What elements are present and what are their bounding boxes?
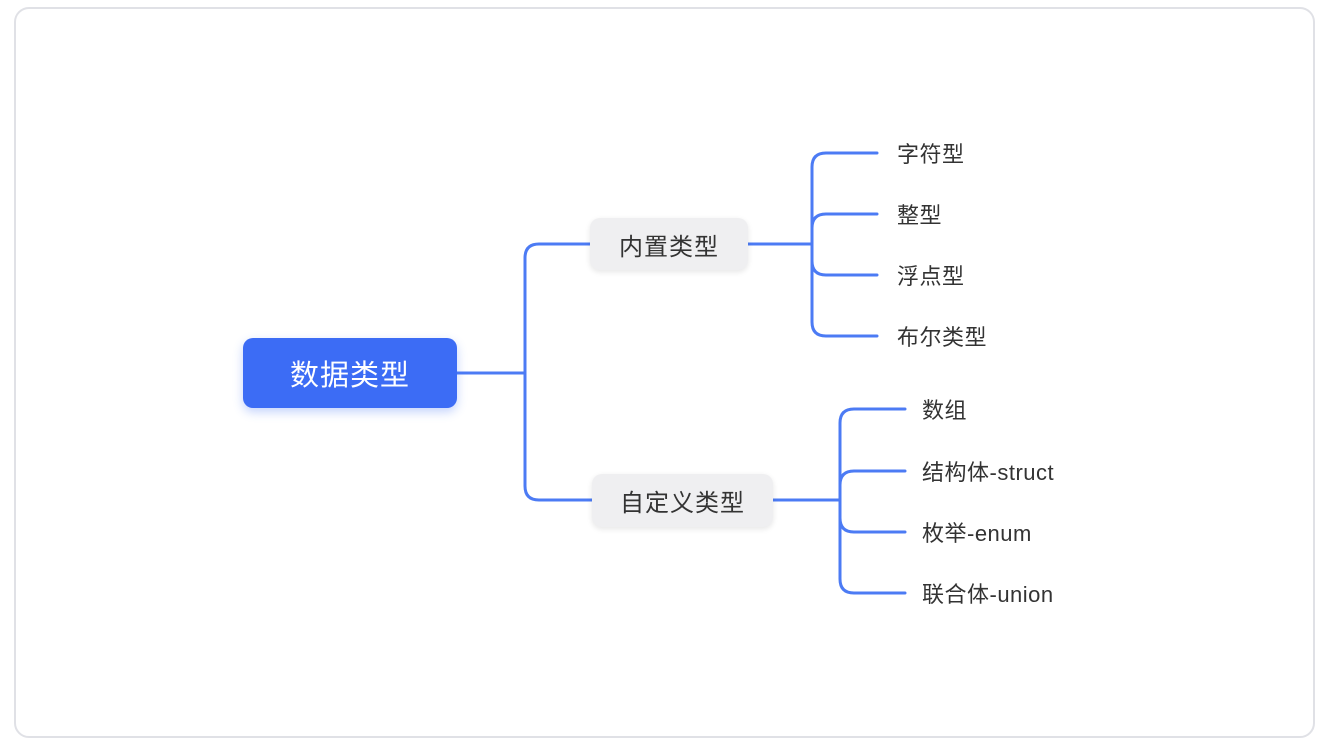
leaf-node-bool-type[interactable]: 布尔类型 [897,325,988,350]
leaf-node-integer-type[interactable]: 整型 [897,203,943,228]
connector-custom-leaf-enum [838,498,907,534]
leaf-node-enum[interactable]: 枚举-enum [922,521,1032,546]
connector-builtin-leaf-float [810,242,879,277]
connector-custom-leaf-union [838,498,907,595]
connector-builtin-leaf-char [810,151,879,246]
leaf-node-char-type[interactable]: 字符型 [897,142,965,167]
mindmap-card [14,7,1315,738]
connector-builtin-leaf-bool [810,242,879,338]
connector-builtin-leaf-int [810,212,879,246]
connector-trunk-branches [523,242,594,502]
root-node-data-types[interactable]: 数据类型 [243,338,457,408]
leaf-node-float-type[interactable]: 浮点型 [897,264,965,289]
leaf-node-array[interactable]: 数组 [922,398,968,423]
leaf-node-union[interactable]: 联合体-union [922,582,1054,607]
connector-custom-leaf-array [838,407,907,502]
branch-node-custom-types[interactable]: 自定义类型 [592,474,773,527]
leaf-node-struct[interactable]: 结构体-struct [922,460,1055,485]
connector-custom-leaf-struct [838,469,907,502]
branch-node-builtin-types[interactable]: 内置类型 [590,218,748,270]
